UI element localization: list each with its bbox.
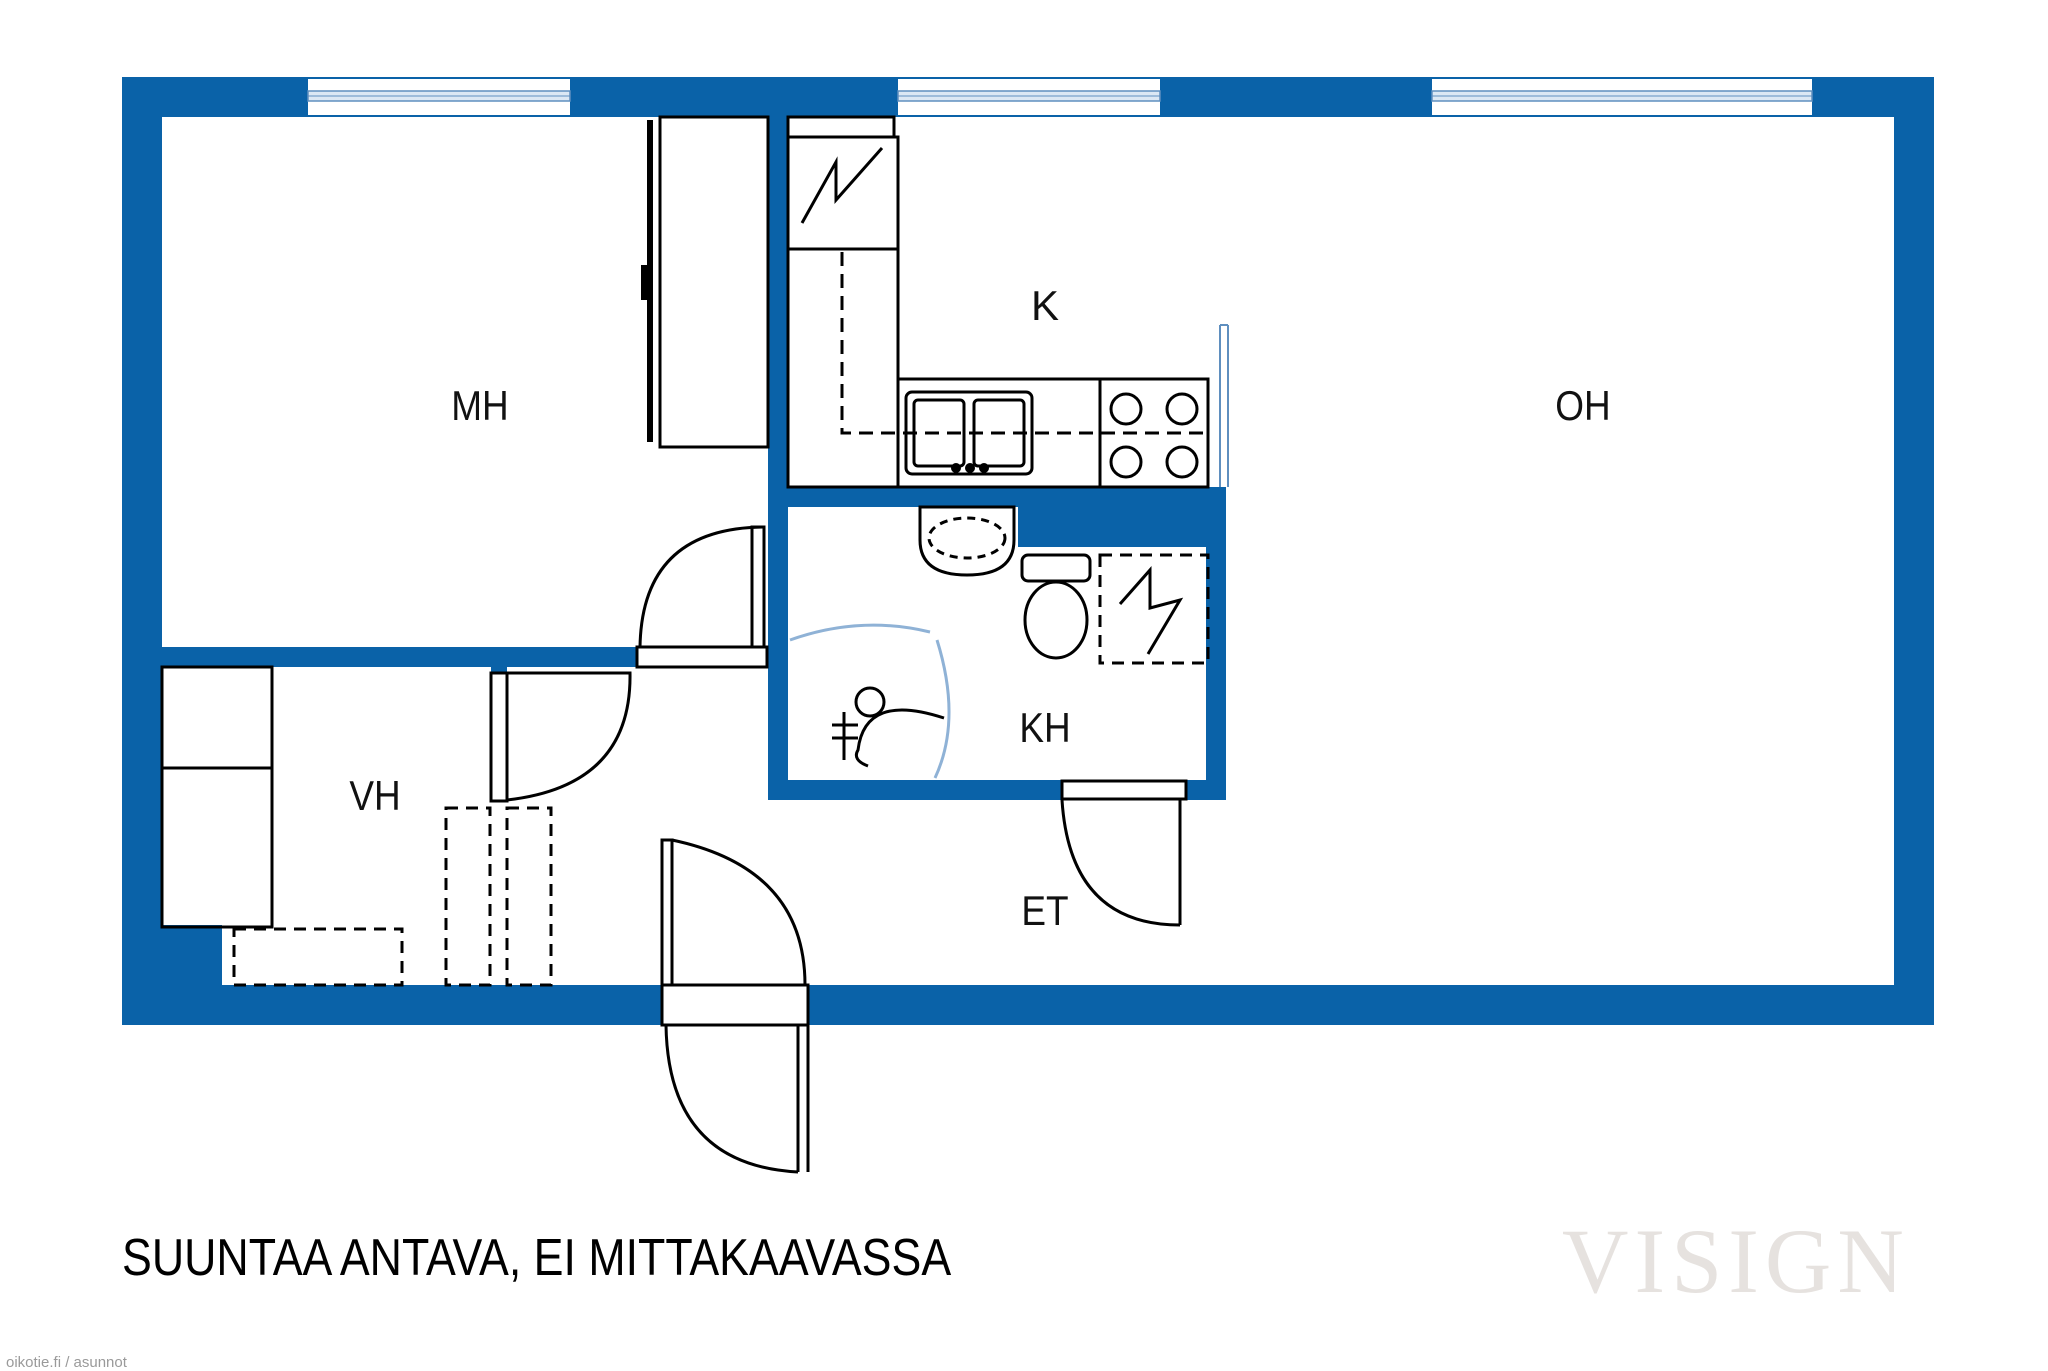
- door-entrance: [660, 838, 810, 1174]
- shower-curtain: [789, 623, 951, 779]
- room-label-mh: MH: [451, 383, 508, 430]
- source-credit: oikotie.fi / asunnot: [6, 1354, 127, 1371]
- windows: [307, 79, 1813, 115]
- window-oh: [1431, 79, 1813, 115]
- kitchen-units: [786, 115, 1229, 489]
- vh-closets: [160, 665, 553, 987]
- bathroom-fixtures: [832, 505, 1210, 768]
- outer-walls: [122, 77, 1934, 1025]
- window-mh: [307, 79, 571, 115]
- doors: [489, 525, 1188, 1174]
- faucet-dots: [951, 463, 989, 473]
- door-kh: [1060, 779, 1188, 927]
- scale-disclaimer: SUUNTAA ANTAVA, EI MITTAKAAVASSA: [122, 1229, 952, 1287]
- door-vh: [489, 671, 632, 803]
- window-k: [897, 79, 1161, 115]
- room-label-kh: KH: [1019, 705, 1070, 752]
- room-label-vh: VH: [349, 773, 400, 820]
- room-label-et: ET: [1021, 888, 1068, 935]
- wardrobe-mh: [641, 115, 770, 449]
- door-mh: [635, 525, 769, 669]
- room-label-oh: OH: [1555, 383, 1610, 430]
- room-labels: MH K OH KH VH ET: [349, 282, 1610, 935]
- watermark-logo: VISIGN: [1562, 1210, 1910, 1312]
- interior-walls: [162, 117, 1226, 985]
- room-label-k: K: [1031, 282, 1059, 329]
